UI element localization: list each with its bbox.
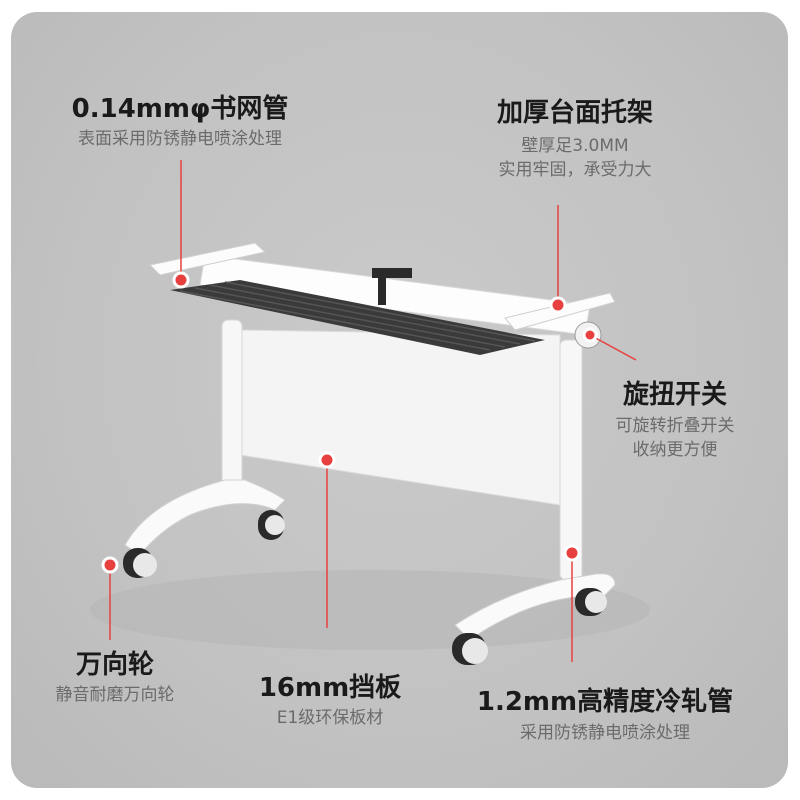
bracket-title: 加厚台面托架 <box>496 98 653 128</box>
callout-lines <box>109 160 637 662</box>
knob-desc-1: 可旋转折叠开关 <box>615 416 735 436</box>
mesh-tube-title: 0.14mmφ书网管 <box>71 94 289 124</box>
caster-desc: 静音耐磨万向轮 <box>55 685 175 705</box>
knob-desc-2: 收纳更方便 <box>632 440 718 460</box>
bracket-desc-1: 壁厚足3.0MM <box>521 136 629 156</box>
caster-title: 万向轮 <box>75 650 154 680</box>
tube-desc: 采用防锈静电喷涂处理 <box>520 723 690 743</box>
panel-title: 16mm挡板 <box>258 673 402 703</box>
mesh-tube-desc: 表面采用防锈静电喷涂处理 <box>78 129 282 149</box>
panel-desc: E1级环保板材 <box>276 708 384 728</box>
callout-dots <box>101 271 598 574</box>
bracket-desc-2: 实用牢固，承受力大 <box>498 160 652 180</box>
caster-wheel <box>123 510 607 665</box>
modesty-panel <box>239 329 561 506</box>
tube-title: 1.2mm高精度冷轧管 <box>476 687 734 717</box>
knob-title: 旋扭开关 <box>622 380 727 410</box>
